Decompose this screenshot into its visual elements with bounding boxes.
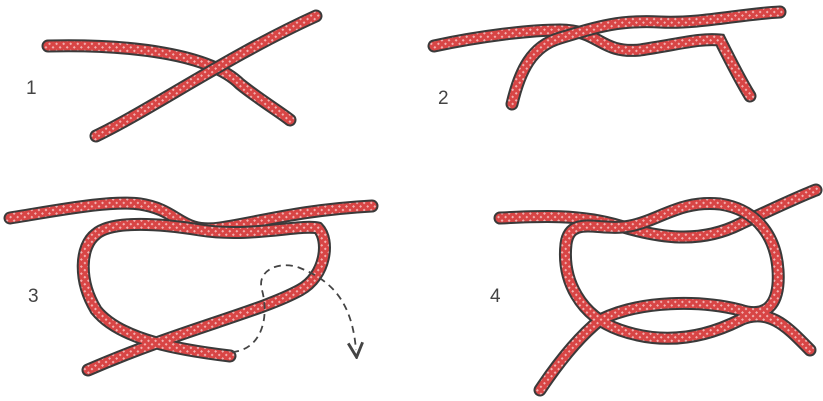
step-2-number: 2	[438, 88, 449, 109]
step-1-number: 1	[26, 78, 37, 99]
step-3-number: 3	[28, 286, 39, 307]
step-4: 4	[490, 190, 816, 390]
step-1: 1	[26, 16, 316, 136]
rope-step-3-loop	[83, 224, 324, 370]
rope-step-1-under	[48, 46, 290, 120]
step-4-number: 4	[490, 286, 501, 307]
rope-step-2-left	[434, 30, 750, 96]
step-2: 2	[434, 12, 780, 109]
step-3: 3	[10, 203, 372, 370]
